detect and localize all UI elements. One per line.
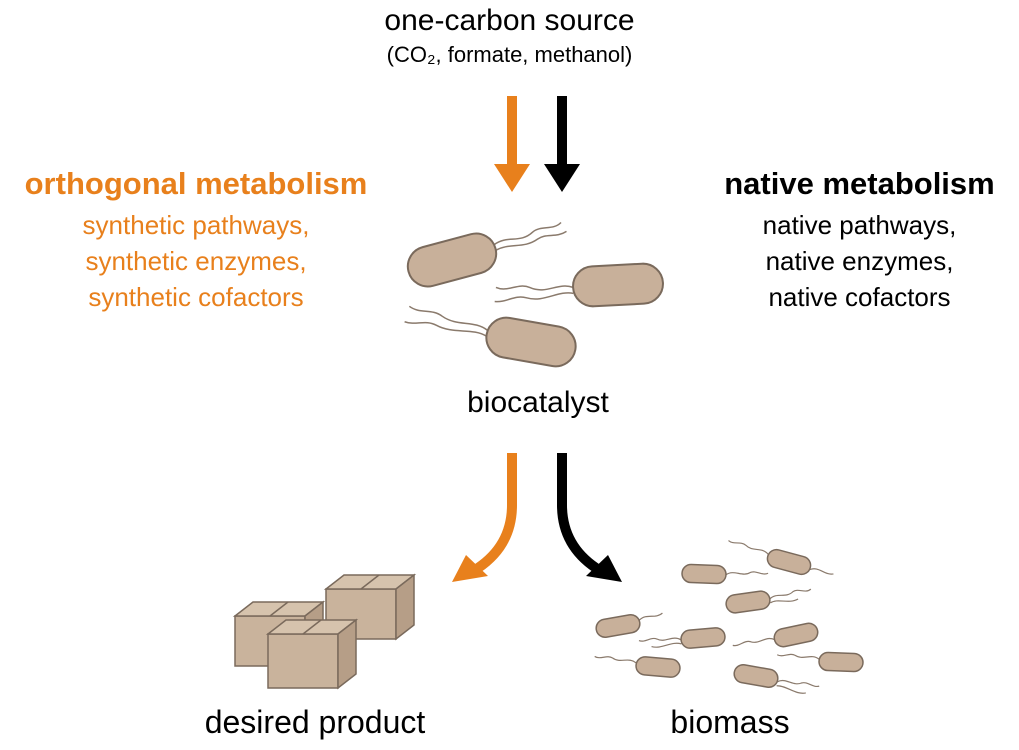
desired-product-label: desired product (204, 704, 426, 740)
product-boxes (232, 573, 417, 690)
bacterium-icon (728, 540, 834, 578)
bacterium-icon (732, 620, 821, 650)
orange-curved-arrow (452, 453, 517, 582)
orthogonal-line: synthetic enzymes, (85, 246, 307, 276)
bacterium-icon (732, 662, 820, 694)
native-line: native cofactors (768, 282, 951, 312)
biomass-label: biomass (670, 704, 790, 740)
orange-arrow-down (494, 96, 530, 192)
native-line: native enzymes, (765, 246, 954, 276)
black-curved-arrow (557, 453, 622, 582)
bacterium-icon (402, 221, 567, 292)
bacterium-icon (680, 563, 769, 585)
native-heading: native metabolism (724, 166, 995, 201)
bacterium-icon (594, 655, 682, 679)
orthogonal-heading: orthogonal metabolism (24, 166, 368, 201)
black-arrow-down (544, 96, 580, 192)
native-metabolism-block: native metabolism native pathways, nativ… (700, 168, 1019, 315)
native-line: native pathways, (762, 210, 957, 240)
bacterium-icon (594, 612, 663, 640)
source-title: one-carbon source (384, 4, 635, 37)
orthogonal-line: synthetic cofactors (88, 282, 304, 312)
orthogonal-line: synthetic pathways, (82, 210, 310, 240)
biocatalyst-label: biocatalyst (467, 386, 609, 419)
bacterium-icon (724, 588, 812, 615)
bacterium-icon (638, 626, 727, 650)
box-icon (265, 618, 359, 690)
bacterium-icon (776, 651, 865, 673)
source-subtitle: (CO₂, formate, methanol) (386, 42, 633, 67)
orthogonal-metabolism-block: orthogonal metabolism synthetic pathways… (0, 168, 392, 315)
bacterium-icon (494, 261, 665, 309)
biocatalyst-cells (402, 221, 665, 371)
bacterium-icon (404, 305, 580, 371)
biomass-cells (594, 540, 865, 694)
